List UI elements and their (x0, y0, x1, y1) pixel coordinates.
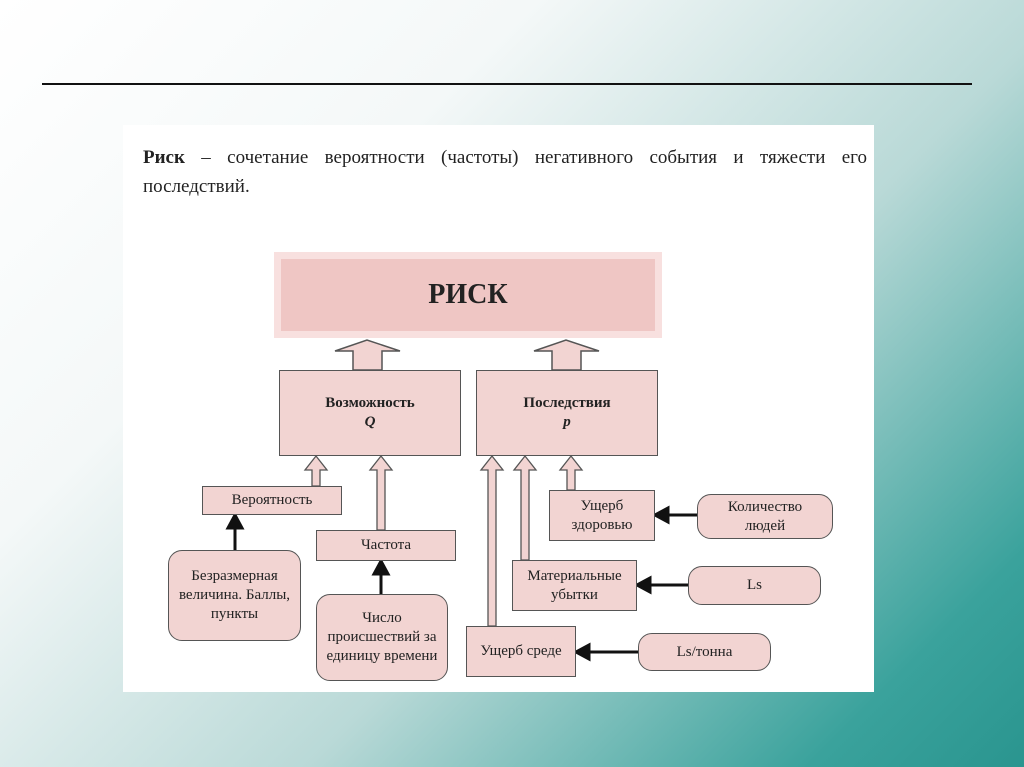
consequences-box: Последствия p (476, 370, 658, 456)
frequency-box: Частота (316, 530, 456, 561)
big-arrow-consequences (533, 339, 600, 371)
arrow-head (225, 511, 245, 530)
material-losses-box: Материальные убытки (512, 560, 637, 611)
possibility-box: Возможность Q (279, 370, 461, 456)
hollow-arrow (479, 454, 505, 627)
possibility-label: Возможность (325, 395, 415, 411)
consequences-label: Последствия (523, 395, 611, 411)
people-count-box: Количество людей (697, 494, 833, 539)
hollow-arrow (512, 454, 538, 561)
probability-box: Вероятность (202, 486, 342, 515)
arrow-head (651, 505, 670, 525)
ls-box: Ls (688, 566, 821, 605)
hollow-arrow (558, 454, 584, 491)
hollow-arrow (368, 454, 394, 531)
arrow-head (633, 575, 652, 595)
consequences-symbol: p (563, 414, 571, 430)
big-arrow-possibility (334, 339, 401, 371)
possibility-symbol: Q (364, 414, 376, 430)
arrow-head (371, 557, 391, 576)
arrow-head (572, 642, 591, 662)
definition-term: Риск (143, 147, 185, 168)
definition-body: – сочетание вероятности (частоты) негати… (143, 147, 867, 197)
title-rule (42, 83, 972, 85)
ls-ton-box: Ls/тонна (638, 633, 771, 671)
hollow-arrow (303, 454, 329, 487)
env-damage-box: Ущерб среде (466, 626, 576, 677)
definition-text: Риск – сочетание вероятности (частоты) н… (143, 143, 867, 201)
dimensionless-box: Безразмерная величина. Баллы, пункты (168, 550, 301, 641)
health-damage-box: Ущерб здоровью (549, 490, 655, 541)
incidents-box: Число происшествий за единицу времени (316, 594, 448, 681)
risk-box: РИСК (281, 259, 655, 331)
